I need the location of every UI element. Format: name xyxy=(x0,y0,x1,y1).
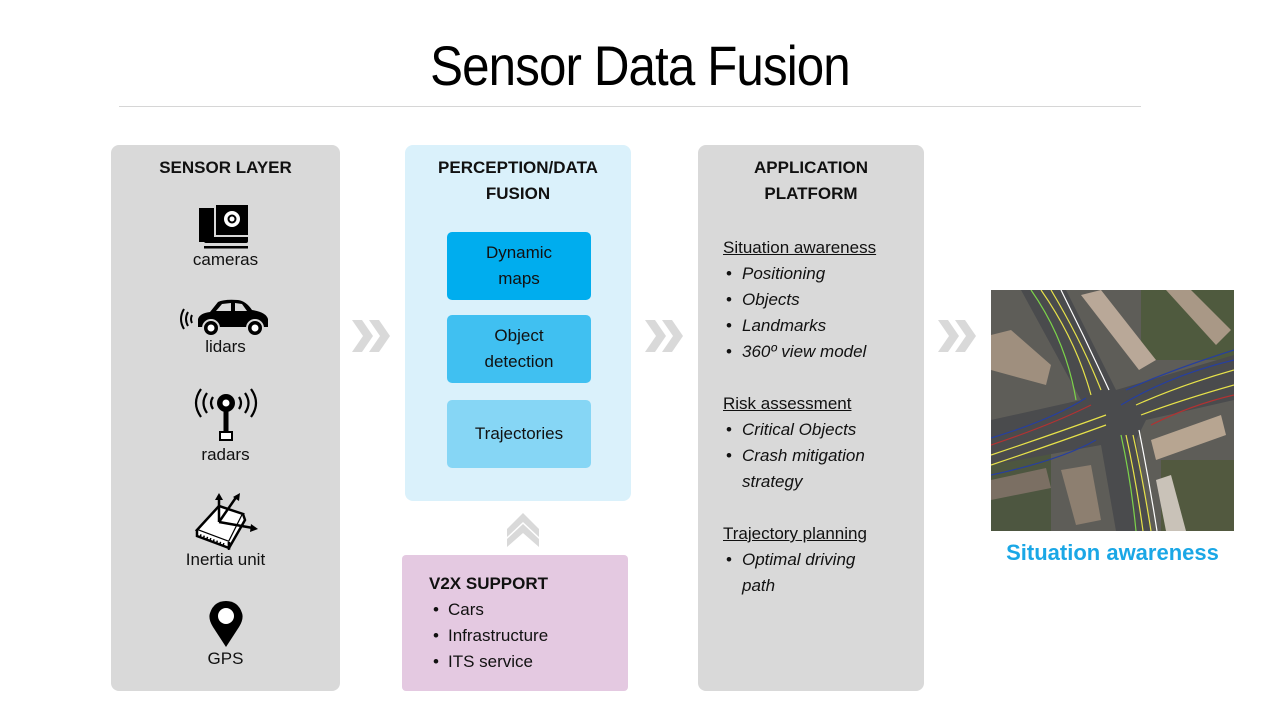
section-heading-situation-awareness: Situation awareness xyxy=(723,238,877,257)
sensor-layer-title: SENSOR LAYER xyxy=(159,158,292,177)
object-detection-box: Object detection xyxy=(447,315,591,383)
intersection-trajectories-illustration xyxy=(991,290,1234,531)
v2x-item: ITS service xyxy=(429,649,548,675)
car-lidar-icon xyxy=(179,299,268,337)
sensor-item-cameras: cameras xyxy=(111,202,340,270)
trajectories-box: Trajectories xyxy=(447,400,591,468)
sensor-layer-panel: SENSOR LAYER cameras lidars xyxy=(111,145,340,691)
application-platform-panel: APPLICATION PLATFORM Situation awareness… xyxy=(698,145,924,691)
result-caption: Situation awareness xyxy=(1006,540,1219,565)
list-item: Critical Objects xyxy=(723,417,916,443)
v2x-support-panel: V2X SUPPORT Cars Infrastructure ITS serv… xyxy=(402,555,628,691)
slide-title: Sensor Data Fusion xyxy=(430,34,851,97)
sensor-item-gps: GPS xyxy=(111,599,340,669)
inertia-unit-icon xyxy=(194,493,258,550)
camera-icon xyxy=(198,203,250,249)
perception-title-line1: PERCEPTION/DATA xyxy=(438,158,598,177)
sensor-item-radars: radars xyxy=(111,385,340,465)
box-label: detection xyxy=(484,352,554,371)
sensor-label: radars xyxy=(201,445,250,464)
list-item: Objects xyxy=(723,287,916,313)
section-heading-trajectory-planning: Trajectory planning xyxy=(723,524,867,543)
flow-arrow-icon xyxy=(352,320,390,352)
sensor-label: lidars xyxy=(205,337,246,356)
flow-arrow-icon xyxy=(938,320,976,352)
sensor-label: cameras xyxy=(192,250,259,269)
map-pin-icon xyxy=(208,601,243,647)
list-item: 360º view model xyxy=(723,339,916,365)
list-item: Optimal driving path xyxy=(723,547,882,599)
sensor-label: GPS xyxy=(207,649,244,668)
sensor-item-inertia-unit: Inertia unit xyxy=(111,492,340,570)
perception-title: PERCEPTION/DATA FUSION xyxy=(405,155,631,207)
box-label: Dynamic xyxy=(485,243,553,262)
application-title-line2: PLATFORM xyxy=(764,184,858,203)
v2x-item: Infrastructure xyxy=(429,623,548,649)
list-item: Crash mitigation strategy xyxy=(723,443,892,495)
box-label: Object xyxy=(494,326,544,345)
radar-antenna-icon xyxy=(194,388,257,441)
list-item: Landmarks xyxy=(723,313,916,339)
application-title-line1: APPLICATION xyxy=(754,158,868,177)
flow-arrow-icon xyxy=(645,320,683,352)
application-title: APPLICATION PLATFORM xyxy=(698,155,924,207)
title-divider xyxy=(119,106,1141,107)
box-label: maps xyxy=(498,269,540,288)
v2x-title: V2X SUPPORT xyxy=(429,574,549,593)
sensor-item-lidars: lidars xyxy=(111,297,340,357)
list-item: Positioning xyxy=(723,261,916,287)
box-label: Trajectories xyxy=(474,424,564,443)
up-arrow-icon xyxy=(507,513,539,547)
v2x-item: Cars xyxy=(429,597,548,623)
aerial-intersection-image xyxy=(991,290,1234,531)
sensor-label: Inertia unit xyxy=(185,550,266,569)
perception-fusion-panel: PERCEPTION/DATA FUSION Dynamic maps Objec… xyxy=(405,145,631,501)
dynamic-maps-box: Dynamic maps xyxy=(447,232,591,300)
perception-title-line2: FUSION xyxy=(485,184,551,203)
section-heading-risk-assessment: Risk assessment xyxy=(723,394,852,413)
